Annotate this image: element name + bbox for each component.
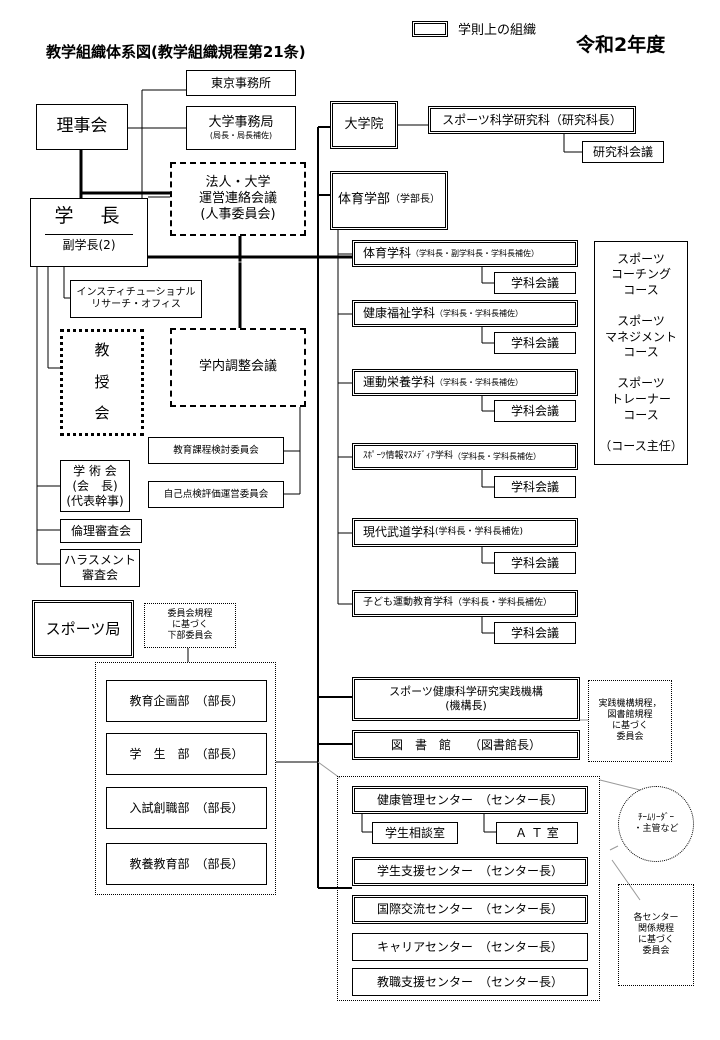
dept-council-box: 学科会議 xyxy=(494,400,576,422)
at-room-box: Ａ Ｔ 室 xyxy=(496,822,578,844)
sports-bureau-box: スポーツ局 xyxy=(32,600,134,658)
curriculum-committee-box: 教育課程検討委員会 xyxy=(148,437,284,464)
dept-council-box: 学科会議 xyxy=(494,332,576,354)
health-center-box: 健康管理センター （センター長） xyxy=(352,786,588,814)
dept-council-box: 学科会議 xyxy=(494,552,576,574)
dept-sports-media-box: ｽﾎﾟｰﾂ情報ﾏｽﾒﾃﾞｨｱ学科（学科長・学科長補佐） xyxy=(352,443,578,470)
student-support-center-box: 学生支援センター （センター長） xyxy=(352,857,588,886)
dept-budo-sub: (学科長・学科長補佐) xyxy=(435,526,524,537)
courses-box: スポーツ コーチング コース スポーツ マネジメント コース スポーツ トレーナ… xyxy=(594,241,688,465)
centers-group xyxy=(337,776,600,1001)
ethics-review-box: 倫理審査会 xyxy=(60,519,142,543)
dept-exercise-nutrition-box: 運動栄養学科（学科長・学科長補佐） xyxy=(352,369,578,396)
chart-title: 教学組織体系図(教学組織規程第21条) xyxy=(46,43,306,61)
liaison-council-box: 法人・大学 運営連絡会議 (人事委員会) xyxy=(170,162,306,236)
dept-health-welfare-sub: （学科長・学科長補佐） xyxy=(435,308,524,318)
team-leader-circle: ﾁｰﾑﾘｰﾀﾞｰ ・主管など xyxy=(618,786,694,862)
dept-liberal-arts-box: 教養教育部 （部長） xyxy=(106,843,267,885)
dept-budo-box: 現代武道学科(学科長・学科長補佐) xyxy=(352,518,578,547)
board-box: 理事会 xyxy=(36,104,128,150)
library-box: 図 書 館 （図書館長） xyxy=(352,730,580,760)
dept-admissions-box: 入試創職部 （部長） xyxy=(106,787,267,829)
dept-exercise-nutrition-sub: （学科長・学科長補佐） xyxy=(435,377,524,387)
dept-sports-media-sub: （学科長・学科長補佐） xyxy=(453,451,542,461)
harassment-review-box: ハラスメント 審査会 xyxy=(60,549,140,587)
dept-council-box: 学科会議 xyxy=(494,272,576,294)
sports-science-graduate-box: スポーツ科学研究科（研究科長） xyxy=(428,106,636,134)
dept-pe-sub: （学科長・副学科長・学科長補佐） xyxy=(411,248,540,258)
dept-students-box: 学 生 部 （部長） xyxy=(106,733,267,775)
sub-committee-note: 委員会規程 に基づく 下部委員会 xyxy=(144,603,236,648)
departments-group xyxy=(95,662,276,895)
dept-council-box: 学科会議 xyxy=(494,622,576,644)
coordination-council-box: 学内調整会議 xyxy=(170,328,306,407)
dept-health-welfare-box: 健康福祉学科（学科長・学科長補佐） xyxy=(352,300,578,327)
dept-health-welfare-label: 健康福祉学科 xyxy=(363,306,436,320)
graduate-council-box: 研究科会議 xyxy=(582,141,664,163)
ir-office-box: インスティチューショナル リサーチ・オフィス xyxy=(70,280,202,318)
president-divider xyxy=(45,233,133,235)
president-label: 学 長 xyxy=(54,205,124,227)
graduate-school-box: 大学院 xyxy=(330,101,398,149)
dept-pe-label: 体育学科 xyxy=(363,246,412,260)
organization-rules-note: 実践機構規程， 図書館規程 に基づく 委員会 xyxy=(588,680,672,762)
academic-society-box: 学 術 会 (会 長) (代表幹事) xyxy=(60,460,130,512)
international-center-box: 国際交流センター （センター長） xyxy=(352,895,588,924)
teacher-support-center-box: 教職支援センター （センター長） xyxy=(352,968,588,996)
self-evaluation-committee-box: 自己点検評価運営委員会 xyxy=(148,481,284,508)
university-office-box: 大学事務局 (局長・局長補佐) xyxy=(186,106,296,150)
legend-label: 学則上の組織 xyxy=(458,23,537,38)
president-box: 学 長 副学長(2) xyxy=(30,198,148,267)
faculty-pe-label: 体育学部 xyxy=(337,192,390,208)
dept-budo-label: 現代武道学科 xyxy=(363,525,436,539)
legend-swatch xyxy=(412,21,448,37)
research-organization-box: スポーツ健康科学研究実践機構 (機構長) xyxy=(352,677,580,721)
university-office-label: 大学事務局 xyxy=(208,114,274,130)
vice-president-label: 副学長(2) xyxy=(62,237,116,252)
dept-sports-media-label: ｽﾎﾟｰﾂ情報ﾏｽﾒﾃﾞｨｱ学科 xyxy=(363,450,454,461)
tokyo-office-box: 東京事務所 xyxy=(186,70,296,96)
dept-child-exercise-sub: （学科長・学科長補佐） xyxy=(453,597,553,608)
dept-council-box: 学科会議 xyxy=(494,476,576,498)
dept-child-exercise-label: 子ども運動教育学科 xyxy=(363,597,453,609)
dept-child-exercise-box: 子ども運動教育学科（学科長・学科長補佐） xyxy=(352,590,578,617)
fiscal-year: 令和2年度 xyxy=(576,34,666,56)
center-rules-note: 各センター 関係規程 に基づく 委員会 xyxy=(618,884,694,986)
faculty-pe-sub: （学部長） xyxy=(390,194,440,206)
faculty-pe-box: 体育学部 （学部長） xyxy=(330,171,448,230)
dept-pe-box: 体育学科（学科長・副学科長・学科長補佐） xyxy=(352,240,578,267)
faculty-meeting-box: 教 授 会 xyxy=(60,329,144,436)
dept-planning-box: 教育企画部 （部長） xyxy=(106,680,267,722)
counseling-room-box: 学生相談室 xyxy=(372,822,458,844)
career-center-box: キャリアセンター （センター長） xyxy=(352,933,588,961)
dept-exercise-nutrition-label: 運動栄養学科 xyxy=(363,375,436,389)
university-office-sub: (局長・局長補佐) xyxy=(209,131,273,141)
